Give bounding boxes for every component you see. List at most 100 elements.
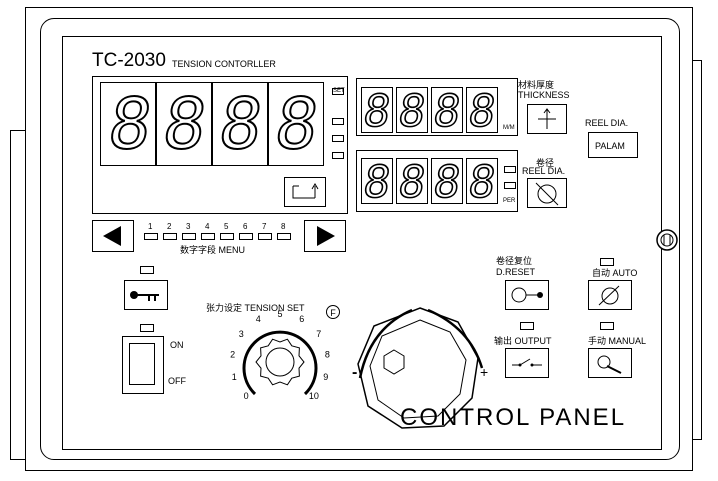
thickness-button[interactable] — [527, 104, 567, 134]
menu-number-3: 3 — [186, 222, 191, 231]
f-mark: F — [326, 305, 340, 319]
dial-scale-9: 9 — [323, 372, 328, 382]
knob-pointer — [383, 349, 405, 375]
menu-led-5 — [220, 233, 234, 240]
reel-digit-4: 8 — [464, 156, 499, 209]
dial-scale-3: 3 — [239, 329, 244, 339]
right-hinge — [692, 60, 702, 440]
palam-button[interactable]: PALAM — [588, 132, 638, 158]
knob-arc-left — [358, 308, 413, 379]
main-digit-4: 8 — [268, 82, 324, 166]
reel-digit-1: 8 — [359, 156, 394, 209]
dial-scale-7: 7 — [316, 329, 321, 339]
main-display-frame — [92, 76, 348, 214]
reel-dia-button[interactable] — [527, 178, 567, 208]
tension-set-label: 张力设定 TENSION SET — [206, 303, 305, 313]
right-arrow-button[interactable] — [304, 220, 346, 252]
output-indicator — [520, 322, 534, 330]
panel-outer-frame — [40, 18, 680, 460]
dial-scale-8: 8 — [325, 350, 330, 360]
dial-scale-5: 5 — [277, 309, 282, 319]
thickness-digit-2: 8 — [394, 85, 429, 138]
power-off-label: OFF — [168, 376, 186, 386]
auto-indicator — [600, 258, 614, 266]
menu-label: 数字字段 MENU — [180, 245, 245, 255]
thickness-digit-3: 8 — [429, 85, 464, 138]
reel-icon — [535, 182, 559, 206]
menu-led-7 — [258, 233, 272, 240]
thickness-label: THICKNESS — [518, 90, 570, 100]
shift-arrow-icon — [292, 183, 319, 199]
reel-dia-side-label: REEL DIA. — [585, 118, 629, 128]
manual-button[interactable] — [588, 348, 632, 378]
power-on-label: ON — [170, 340, 184, 350]
indicator-4 — [332, 152, 344, 159]
thickness-label-cjk: 材料厚度 — [518, 80, 555, 90]
power-indicator — [140, 324, 154, 332]
control-panel-title: CONTROL PANEL — [400, 404, 627, 431]
indicator-2 — [332, 118, 344, 125]
dial-scale-1: 1 — [232, 372, 237, 382]
reel-indicator-2 — [504, 182, 516, 189]
output-button[interactable] — [505, 348, 549, 378]
auto-button[interactable] — [588, 280, 632, 310]
thickness-digit-4: 8 — [464, 85, 499, 138]
model-title: TC-2030 — [92, 50, 166, 71]
thickness-icon — [538, 108, 556, 129]
palam-label: PALAM — [595, 141, 625, 151]
manual-indicator — [600, 322, 614, 330]
model-subtitle: TENSION CONTORLLER — [172, 59, 276, 69]
knob-minus: - — [352, 364, 358, 381]
power-switch[interactable] — [122, 336, 164, 394]
thickness-unit: M/M — [503, 125, 515, 131]
menu-led-4 — [201, 233, 215, 240]
output-icon — [512, 358, 542, 367]
reel-dia-label: REEL DIA. — [522, 166, 566, 176]
reel-digit-3: 8 — [429, 156, 464, 209]
reel-display-frame — [356, 150, 518, 212]
menu-number-7: 7 — [262, 222, 267, 231]
set-indicator — [332, 88, 344, 95]
dial-scale-6: 6 — [299, 314, 304, 324]
menu-led-2 — [163, 233, 177, 240]
auto-icon — [598, 285, 620, 306]
shift-button[interactable] — [284, 177, 326, 207]
left-hinge — [10, 130, 26, 460]
main-digit-2: 8 — [156, 82, 212, 166]
left-arrow-button[interactable] — [92, 220, 134, 252]
thickness-display-frame — [356, 78, 518, 136]
knob-arc-right — [427, 308, 484, 369]
dial-arc — [242, 330, 318, 396]
menu-number-2: 2 — [167, 222, 172, 231]
menu-led-6 — [239, 233, 253, 240]
reset-icon — [511, 287, 543, 303]
menu-led-8 — [277, 233, 291, 240]
reel-dia-label-cjk: 卷径 — [536, 158, 555, 168]
dial-center — [265, 347, 295, 377]
screw-icon — [655, 228, 679, 252]
dial-scale-10: 10 — [309, 391, 319, 401]
knob-plus: + — [480, 364, 489, 380]
dial-scale-4: 4 — [256, 314, 261, 324]
knob-inner — [369, 319, 467, 419]
d-reset-label: 卷径复位 D.RESET — [496, 256, 536, 277]
key-indicator — [140, 266, 154, 274]
reel-digit-2: 8 — [394, 156, 429, 209]
dial-scale-0: 0 — [244, 391, 249, 401]
reel-indicator-1 — [504, 166, 516, 173]
auto-label: 自动 AUTO — [592, 268, 638, 278]
d-reset-button[interactable] — [505, 280, 549, 310]
key-icon — [130, 291, 159, 301]
reel-unit: PER — [503, 198, 516, 204]
set-indicator-label: SET — [333, 88, 345, 94]
output-label: 输出 OUTPUT — [494, 336, 552, 346]
menu-number-5: 5 — [224, 222, 229, 231]
key-button[interactable] — [124, 280, 168, 310]
main-digit-1: 8 — [100, 82, 156, 166]
manual-icon — [597, 355, 622, 374]
main-knob[interactable] — [350, 298, 490, 438]
menu-number-4: 4 — [205, 222, 210, 231]
left-arrow-icon — [103, 226, 121, 246]
